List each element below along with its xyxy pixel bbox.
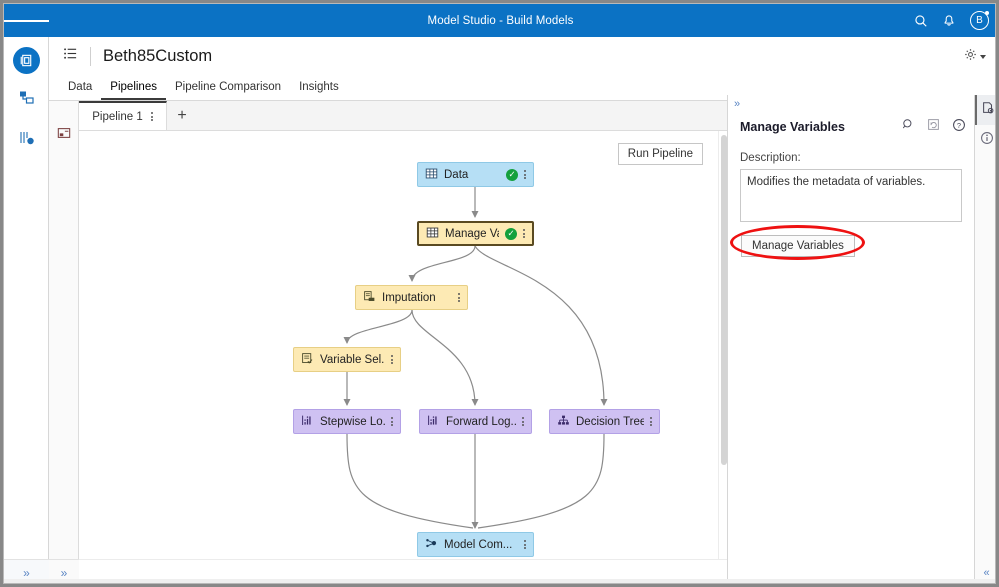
tab-pipelines[interactable]: Pipelines	[101, 81, 166, 100]
pipeline-tab-bar: Pipeline 1 +	[79, 101, 727, 131]
hamburger-icon[interactable]	[4, 4, 49, 37]
tab-insights[interactable]: Insights	[299, 81, 339, 93]
search-icon[interactable]	[902, 118, 915, 136]
node-menu[interactable]	[391, 416, 393, 427]
page-title: Beth85Custom	[103, 46, 213, 65]
tab-data[interactable]: Data	[68, 81, 93, 93]
node-menu[interactable]	[650, 416, 652, 427]
node-label: Variable Sel...	[320, 353, 385, 366]
grid-icon	[426, 226, 439, 242]
status-bar	[4, 579, 995, 583]
node-palette-icon	[57, 126, 71, 145]
pipeline-tab-menu[interactable]	[150, 111, 153, 122]
properties-panel-actions: ?	[902, 118, 966, 137]
pipeline-edges	[343, 187, 608, 529]
node-label: Stepwise Lo...	[320, 415, 385, 428]
left-icon-rail: »	[4, 37, 49, 583]
bell-icon[interactable]	[942, 14, 956, 28]
pipeline-node-data[interactable]: Data ✓	[417, 162, 534, 187]
pipeline-node-variable-selection[interactable]: Variable Sel...	[293, 347, 401, 372]
node-menu[interactable]	[524, 539, 526, 550]
properties-panel: » Manage Variables ? Description: Manage…	[727, 95, 974, 583]
description-field[interactable]	[740, 169, 962, 222]
reset-icon[interactable]	[927, 118, 940, 136]
node-label: Data	[444, 168, 469, 181]
node-label: Manage Va...	[445, 227, 499, 240]
properties-panel-header: Manage Variables ?	[740, 116, 966, 138]
description-label: Description:	[740, 152, 801, 164]
node-label: Decision Tree	[576, 415, 644, 428]
right-icon-rail: «	[974, 95, 995, 583]
pipelines-icon	[13, 46, 40, 74]
pipeline-node-stepwise-logistic[interactable]: Stepwise Lo...	[293, 409, 401, 434]
rail-item-properties[interactable]	[975, 95, 995, 125]
pipeline-node-manage-variables[interactable]: Manage Va... ✓	[417, 221, 534, 246]
variable-icon	[301, 352, 314, 368]
gear-icon	[964, 48, 977, 66]
node-menu[interactable]	[524, 169, 526, 180]
settings-menu-button[interactable]	[964, 48, 986, 66]
application-window: Model Studio - Build Models B	[3, 3, 996, 584]
node-label: Model Com...	[444, 538, 513, 551]
properties-panel-collapse-button[interactable]: »	[734, 98, 741, 110]
top-bar-actions: B	[914, 4, 989, 37]
pipeline-node-forward-logistic[interactable]: Forward Log...	[419, 409, 532, 434]
sidebar-item-nodes[interactable]	[4, 83, 49, 117]
properties-panel-title: Manage Variables	[740, 120, 845, 134]
nodes-icon	[18, 89, 36, 112]
top-app-bar: Model Studio - Build Models B	[4, 4, 995, 37]
node-menu[interactable]	[458, 292, 460, 303]
info-icon	[980, 131, 994, 150]
node-label: Forward Log...	[446, 415, 516, 428]
compare-icon	[425, 537, 438, 553]
sidebar-item-node-palette[interactable]	[49, 119, 79, 151]
tab-pipeline-comparison[interactable]: Pipeline Comparison	[174, 81, 282, 93]
sidebar-item-pipelines[interactable]	[4, 43, 49, 77]
right-rail-collapse-button[interactable]: «	[983, 567, 990, 579]
pipeline-node-imputation[interactable]: Imputation	[355, 285, 468, 310]
chevron-down-icon	[980, 55, 986, 59]
node-palette-rail: »	[49, 101, 79, 583]
page-header: Beth85Custom	[49, 37, 995, 75]
main-tabs: Data Pipelines Pipeline Comparison Insig…	[49, 75, 995, 101]
run-pipeline-button[interactable]: Run Pipeline	[617, 143, 703, 165]
app-title: Model Studio - Build Models	[427, 14, 574, 27]
pipeline-node-model-comparison[interactable]: Model Com...	[417, 532, 534, 557]
help-icon[interactable]: ?	[952, 118, 966, 137]
node-menu[interactable]	[522, 416, 524, 427]
logistic-icon	[301, 414, 314, 430]
table-icon	[425, 167, 438, 183]
rail-item-info[interactable]	[975, 125, 995, 155]
add-pipeline-button[interactable]: +	[177, 106, 187, 124]
pipeline-node-decision-tree[interactable]: Decision Tree	[549, 409, 660, 434]
node-label: Imputation	[382, 291, 436, 304]
sidebar-item-data-exchange[interactable]	[4, 123, 49, 157]
tree-icon	[557, 414, 570, 430]
status-badge: ✓	[505, 227, 517, 240]
search-icon[interactable]	[914, 14, 928, 28]
node-menu[interactable]	[523, 228, 525, 239]
pipeline-tab-1[interactable]: Pipeline 1	[79, 101, 167, 130]
list-view-icon[interactable]	[63, 46, 78, 66]
logistic-icon	[427, 414, 440, 430]
properties-icon	[981, 101, 995, 120]
node-menu[interactable]	[391, 354, 393, 365]
data-exchange-icon	[18, 129, 36, 152]
canvas-vertical-scrollbar[interactable]	[718, 131, 727, 559]
svg-text:?: ?	[957, 120, 961, 129]
status-badge: ✓	[506, 168, 518, 181]
header-divider	[90, 46, 91, 66]
imputation-icon	[363, 290, 376, 306]
pipeline-tab-label: Pipeline 1	[92, 110, 143, 123]
manage-variables-button[interactable]: Manage Variables	[741, 235, 855, 257]
pipeline-canvas[interactable]: Run Pipeline Data ✓ Manage Va... ✓ Imput…	[79, 131, 727, 559]
avatar[interactable]: B	[970, 11, 989, 30]
